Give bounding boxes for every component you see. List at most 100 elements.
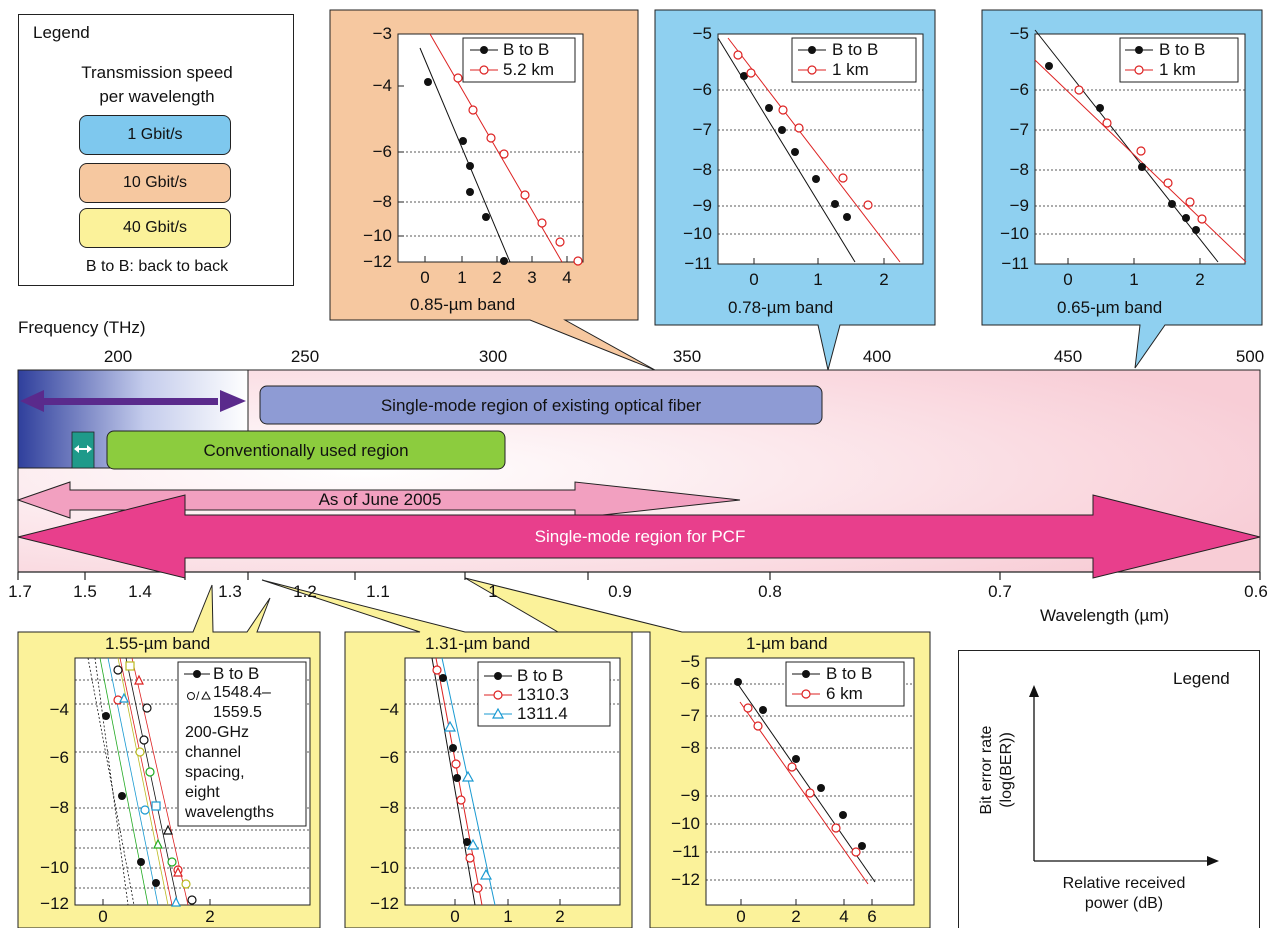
p131-x2: 2 [555,907,565,926]
p131-legend-1: 1310.3 [517,685,569,704]
p1-x1: 2 [791,907,801,926]
legend-subtitle-1: Transmission speed [81,63,233,82]
p065-legend-bb: B to B [1159,40,1206,59]
p078-band-label: 0.78-µm band [728,298,834,317]
p131-y2: −8 [379,798,399,817]
p131-x1: 1 [503,907,513,926]
p085-x3: 3 [527,268,537,287]
p065-band-label: 0.65-µm band [1057,298,1163,317]
p1-band-label: 1-µm band [746,634,828,653]
p085-y5: −12 [363,252,392,271]
p078-x2: 2 [879,270,889,289]
freq-tick-200: 200 [103,347,133,366]
p131-legend-0: B to B [517,666,564,685]
p1-x2: 4 [839,907,849,926]
p065-legend-b: 1 km [1159,60,1196,79]
legend-subtitle-2: per wavelength [99,87,215,106]
legend-title: Legend [33,23,90,42]
pcf-region-label: Single-mode region for PCF [534,527,746,546]
freq-tick-450: 450 [1053,347,1083,366]
p085-x4: 4 [562,268,572,287]
wl-tick-1.7: 1.7 [8,582,32,601]
p078-y3: −8 [692,160,712,179]
p1-y5: −10 [671,814,700,833]
axes-arrows [1029,685,1219,866]
p155-legend-5: spacing, [185,764,245,781]
p078-x1: 1 [813,270,823,289]
p155-legend-7: wavelengths [185,804,274,821]
p1-y6: −11 [672,842,700,861]
freq-tick-400: 400 [862,347,892,366]
axes-ylabel-2: (log(BER)) [998,732,1015,808]
p131-legend-2: 1311.4 [517,704,568,723]
p155-legend-6: eight [185,784,220,801]
p085-x1: 1 [457,268,467,287]
p155-legend-1: 1548.4– [213,684,271,701]
p155-legend-4: channel [185,744,242,761]
p1-y2: −7 [680,706,700,725]
p065-y1: −6 [1009,80,1029,99]
p078-y5: −10 [683,224,712,243]
p065-x1: 1 [1129,270,1139,289]
p078-x0: 0 [749,270,759,289]
p065-y2: −7 [1009,120,1029,139]
p155-x1: 2 [205,907,215,926]
p1-y3: −8 [680,738,700,757]
speed-1g-swatch: 1 Gbit/s [79,115,231,155]
p1-y7: −12 [671,870,700,889]
p1-y1: −6 [680,674,700,693]
speed-legend: Legend Transmission speed per wavelength… [18,14,294,286]
p155-legend-3: 200-GHz [185,724,250,741]
p085-legend-b: 5.2 km [503,60,555,79]
p155-y0: −4 [49,700,69,719]
svg-text:/: / [196,689,200,703]
p085-y0: −3 [372,24,392,43]
wl-tick-1.1: 1.1 [366,582,390,601]
axes-xlabel-1: Relative received [1062,875,1186,892]
p155-y2: −8 [49,798,69,817]
p065-y5: −10 [1000,224,1029,243]
p131-y4: −12 [370,894,399,913]
p085-y2: −6 [372,142,392,161]
freq-tick-350: 350 [672,347,702,366]
p155-legend-0: B to B [213,664,260,683]
wl-tick-1.5: 1.5 [73,582,97,601]
p085-y1: −4 [372,76,392,95]
p065-x2: 2 [1195,270,1205,289]
p1-x0: 0 [736,907,746,926]
pcf-region-arrow [17,494,1261,579]
speed-10g-swatch: 10 Gbit/s [79,163,231,203]
p131-band-label: 1.31-µm band [425,634,531,653]
p155-band-label: 1.55-µm band [105,634,211,653]
speed-40g-swatch: 40 Gbit/s [79,208,231,248]
p155-y3: −10 [40,858,69,877]
p078-y2: −7 [692,120,712,139]
p065-y3: −8 [1009,160,1029,179]
p131-y1: −6 [379,748,399,767]
p155-y1: −6 [49,748,69,767]
p1-x3: 6 [867,907,877,926]
conventional-region-label: Conventionally used region [203,441,409,460]
wl-tick-0.6: 0.6 [1244,582,1268,601]
p155-legend-2: 1559.5 [213,704,262,721]
wl-tick-1.3: 1.3 [218,582,242,601]
p1-y0: −5 [680,652,700,671]
axes-xlabel-2: power (dB) [1084,895,1164,912]
p131-y0: −4 [379,700,399,719]
p078-y0: −5 [692,24,712,43]
p131-x0: 0 [450,907,460,926]
p131-y3: −10 [370,858,399,877]
wl-tick-1.2: 1.2 [293,582,317,601]
freq-tick-300: 300 [478,347,508,366]
p078-y4: −9 [692,196,712,215]
wl-tick-0.8: 0.8 [758,582,782,601]
june-2005-arrow [16,481,741,519]
p065-y0: −5 [1009,24,1029,43]
wl-tick-1: 1 [488,582,498,601]
p085-band-label: 0.85-µm band [410,295,516,314]
